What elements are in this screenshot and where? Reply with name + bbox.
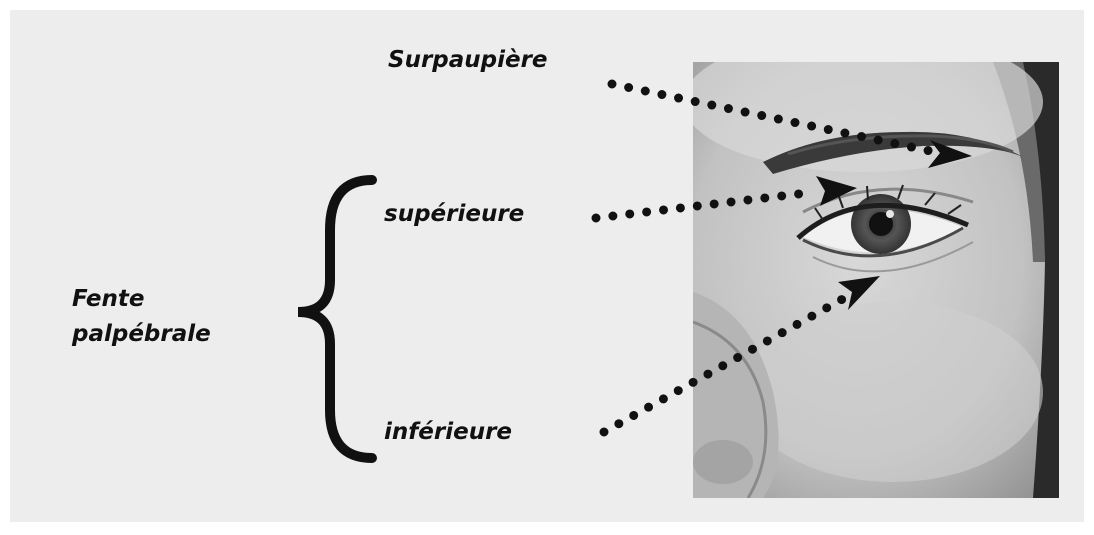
label-inferieure: inférieure [384,418,512,447]
label-superieure: supérieure [384,200,524,229]
label-fente-line2: palpébrale [72,320,211,349]
label-surpaupiere: Surpaupière [388,46,548,75]
label-fente-line1: Fente [72,285,145,314]
eye-photo [693,62,1059,498]
